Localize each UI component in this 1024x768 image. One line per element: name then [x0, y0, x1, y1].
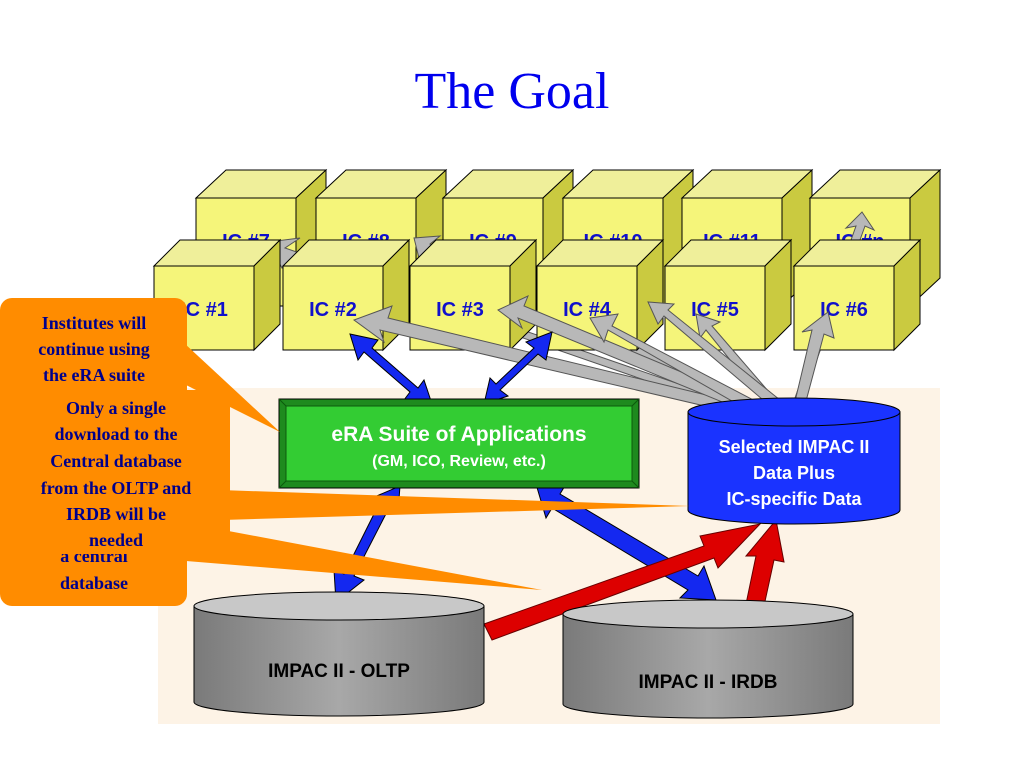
oltp-cylinder: IMPAC II - OLTP: [193, 591, 485, 717]
callout-back-line1: Institutes will: [42, 313, 147, 333]
callout-front-line5: IRDB will be: [66, 504, 166, 524]
cube-label: IC #5: [691, 299, 739, 321]
irdb-label: IMPAC II - IRDB: [639, 672, 778, 693]
cube-ic-1: IC #1: [152, 238, 282, 352]
era-box-title: eRA Suite of Applications: [331, 423, 586, 446]
selected-db-line2: Data Plus: [753, 463, 835, 483]
irdb-cylinder: IMPAC II - IRDB: [562, 599, 854, 719]
selected-db-cylinder: Selected IMPAC II Data Plus IC-specific …: [687, 397, 901, 525]
callout-single-download: Only a single download to the Central da…: [18, 390, 690, 554]
selected-db-line3: IC-specific Data: [726, 489, 862, 509]
callout-back-line2: continue using: [38, 339, 150, 359]
cube-label: IC #2: [309, 299, 357, 321]
page-title: The Goal: [414, 63, 610, 120]
gray-arrows-front: [352, 295, 835, 425]
selected-db-line1: Selected IMPAC II: [719, 437, 870, 457]
cube-label: IC #4: [563, 299, 612, 321]
cube-ic-2: IC #2: [281, 238, 411, 352]
cube-label: IC #6: [820, 299, 868, 321]
callout-front-line4: from the OLTP and: [41, 478, 192, 498]
callout-front-line6: needed: [89, 530, 143, 550]
callout-front-line3: Central database: [50, 451, 182, 471]
oltp-label: IMPAC II - OLTP: [268, 661, 410, 682]
callout-back-hidden2: database: [60, 573, 128, 593]
cube-ic-4: IC #4: [535, 238, 665, 352]
callout-front-line1: Only a single: [66, 398, 166, 418]
red-arrows: [483, 518, 785, 641]
cube-label: IC #3: [436, 299, 484, 321]
era-suite-box: eRA Suite of Applications (GM, ICO, Revi…: [278, 398, 640, 489]
era-box-subtitle: (GM, ICO, Review, etc.): [372, 453, 546, 470]
cube-label: IC #1: [180, 299, 228, 321]
callout-front-line2: download to the: [54, 424, 177, 444]
callout-back-line3: the eRA suite: [43, 365, 145, 385]
